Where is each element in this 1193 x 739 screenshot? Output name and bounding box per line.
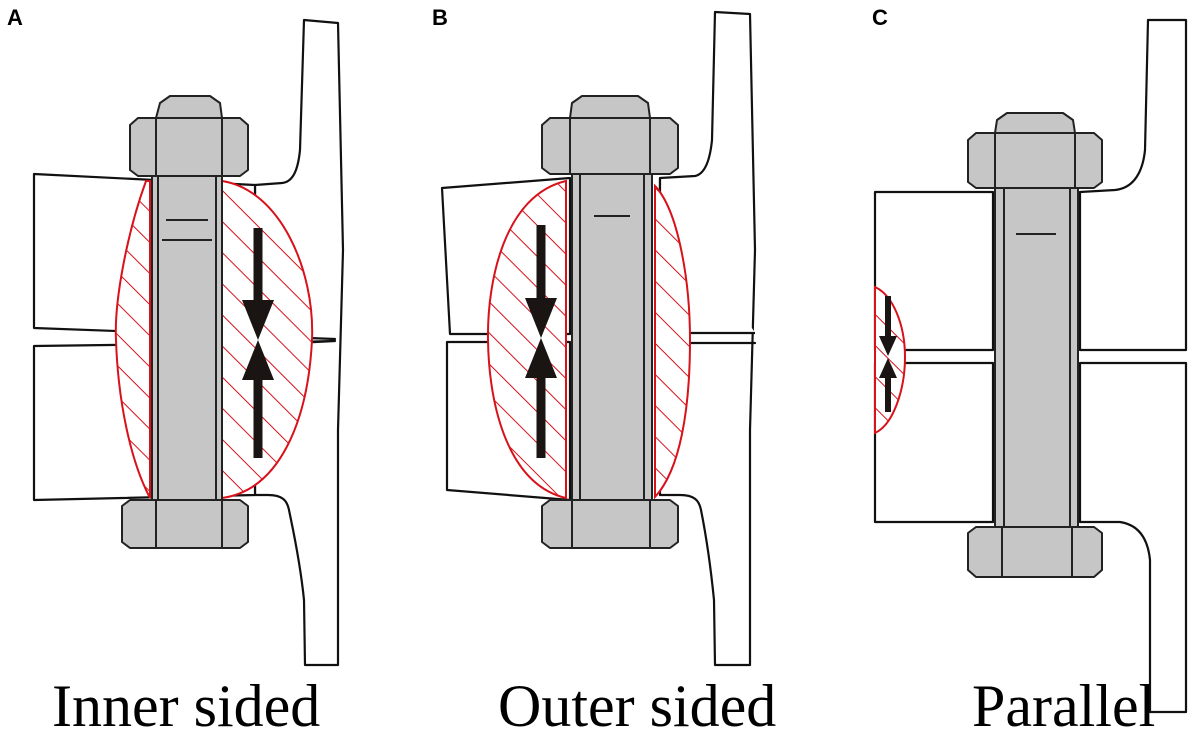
bolt-head-bottom-a	[121, 499, 249, 549]
compression-arrows-b	[525, 225, 557, 458]
panel-c-label: C	[872, 5, 888, 30]
panel-a-label: A	[7, 5, 23, 30]
bolt-shank-c	[994, 185, 1079, 529]
bolt-nut-top-a	[129, 117, 249, 177]
panel-c-diagram	[873, 18, 1188, 714]
compression-zone-b-right	[654, 183, 692, 500]
compression-arrows-c	[879, 296, 897, 412]
panel-a-diagram	[32, 18, 345, 667]
compression-zone-a-left	[114, 180, 151, 499]
flange-web-c	[1078, 18, 1188, 352]
compression-arrows-a	[242, 228, 274, 458]
bolt-shank-a	[151, 175, 223, 501]
flange-web-b	[658, 10, 757, 667]
bolt-head-bottom-b	[541, 499, 679, 549]
bolt-shank-b	[571, 171, 653, 501]
caption-outer-sided: Outer sided	[498, 673, 777, 739]
compression-zone-b-left	[486, 179, 567, 500]
bolt-head-bottom-c	[967, 526, 1103, 578]
lower-plate-c	[873, 361, 995, 524]
caption-parallel: Parallel	[972, 673, 1156, 739]
panel-b-label: B	[432, 5, 448, 30]
caption-inner-sided: Inner sided	[52, 673, 321, 739]
bolt-nut-top-c	[967, 132, 1103, 189]
compression-zone-a-right	[221, 179, 314, 500]
bolt-nut-top-b	[541, 117, 679, 175]
panel-b-diagram	[440, 10, 757, 667]
